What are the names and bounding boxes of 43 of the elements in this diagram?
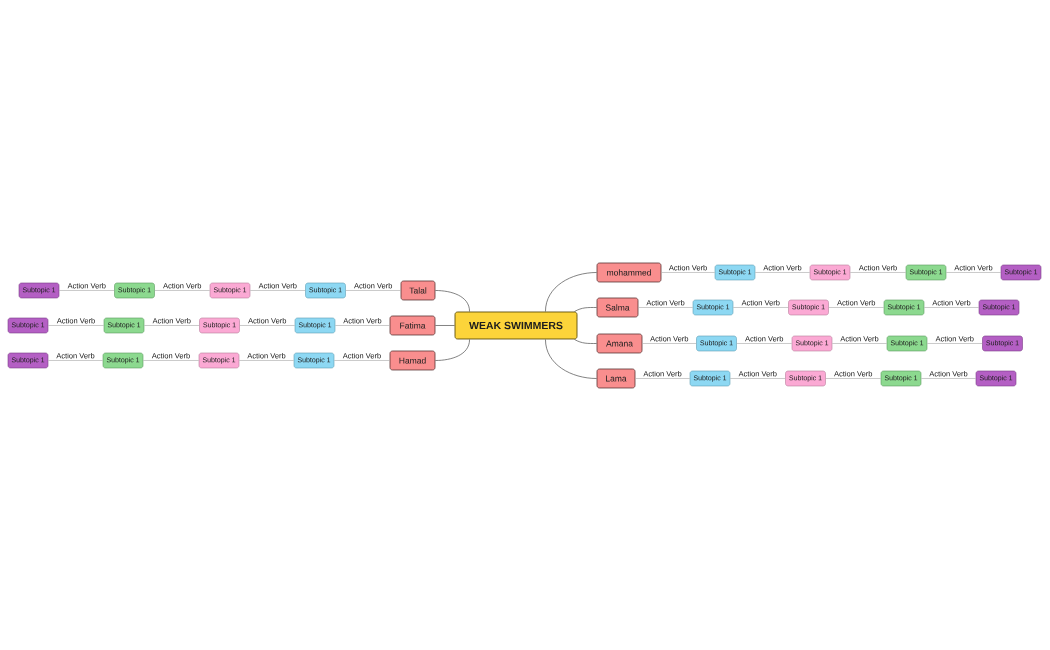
connector-line	[239, 325, 295, 326]
connector-line	[921, 378, 976, 379]
connector-line	[755, 272, 810, 273]
connector-line	[250, 290, 306, 291]
connector-line	[850, 272, 906, 273]
main-topic-box: Amana	[596, 333, 643, 354]
branch-curve	[435, 325, 455, 326]
central-topic-box: WEAK SWIMMERS	[454, 311, 578, 340]
connector-line	[638, 307, 693, 308]
main-topic-box: Salma	[596, 297, 639, 318]
connector-line	[48, 360, 103, 361]
connector-line	[730, 378, 786, 379]
main-topic-box: mohammed	[596, 262, 662, 283]
connector-line	[924, 307, 979, 308]
connector-line	[48, 325, 104, 326]
branch-curve	[545, 339, 597, 379]
connector-line	[334, 360, 390, 361]
connector-line	[345, 290, 401, 291]
branch-curve	[574, 307, 597, 312]
connector-line	[927, 343, 983, 344]
connector-line	[635, 378, 690, 379]
connector-line	[946, 272, 1001, 273]
connector-line	[143, 360, 199, 361]
connector-line	[733, 307, 789, 308]
branch-curve	[545, 272, 597, 312]
connector-line	[661, 272, 715, 273]
branch-curve	[574, 339, 597, 344]
connector-line	[642, 343, 697, 344]
main-topic-box: Lama	[596, 368, 636, 389]
connector-line	[832, 343, 887, 344]
connector-line	[239, 360, 294, 361]
connector-line	[335, 325, 390, 326]
connector-line	[825, 378, 881, 379]
main-topic-box: Fatima	[389, 315, 436, 336]
main-topic-box: Hamad	[389, 350, 436, 371]
connector-line	[154, 290, 210, 291]
main-topic-box: Talal	[400, 280, 436, 301]
connector-line	[144, 325, 200, 326]
branch-curve	[435, 339, 470, 361]
connector-line	[736, 343, 792, 344]
branch-curve	[435, 290, 470, 312]
connector-line	[59, 290, 115, 291]
connector-line	[828, 307, 884, 308]
